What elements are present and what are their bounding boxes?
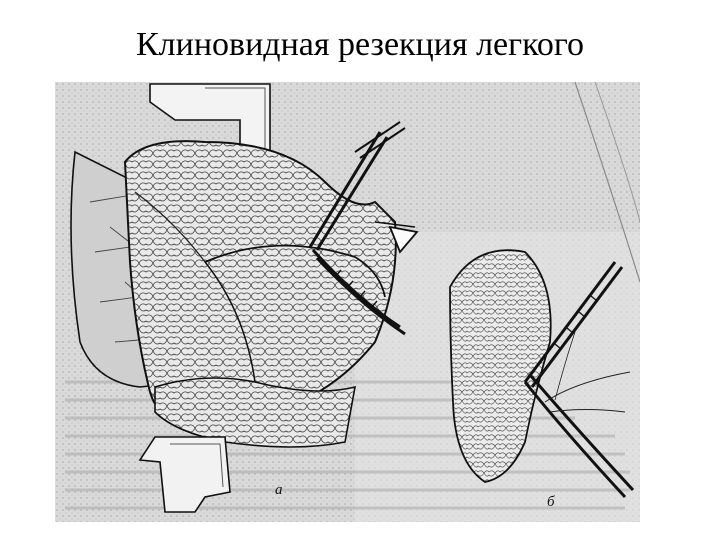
lung-segment-b	[449, 249, 552, 483]
retractor-top	[149, 83, 271, 153]
illustration-drawing	[55, 81, 641, 522]
lung-lobe	[123, 140, 397, 429]
slide-title: Клиновидная резекция легкого	[136, 26, 584, 63]
surgical-clamp-a	[308, 121, 419, 336]
panel-b-label: б	[547, 494, 555, 510]
illustration-lung-wedge-resection: а б	[55, 81, 641, 522]
retractor-bottom	[138, 436, 231, 513]
surgical-clamp-b	[523, 261, 635, 499]
panel-a-label: а	[275, 482, 283, 498]
